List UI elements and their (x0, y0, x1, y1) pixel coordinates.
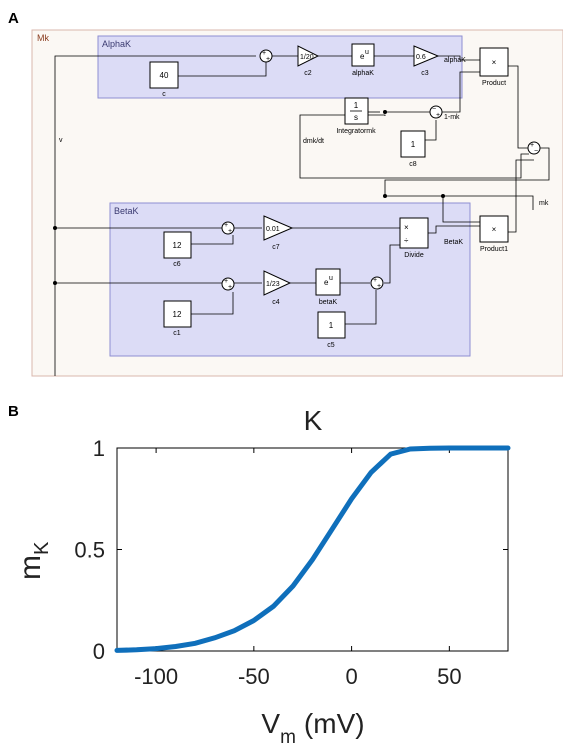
constant-c8-name: c8 (409, 161, 417, 168)
gain-c4-name: c4 (272, 299, 280, 306)
gain-block-c4[interactable] (263, 270, 292, 296)
junction-dots (53, 110, 445, 285)
product1-symbol: × (492, 225, 497, 234)
sum-1mk-sign-1: − (432, 106, 436, 113)
constant-block-c5[interactable] (317, 311, 346, 339)
signal-v-label: v (59, 137, 63, 144)
signal-alphak-label: alphaK (444, 57, 466, 64)
alphak-exp-sup: u (365, 49, 369, 56)
series-line-mk (114, 445, 511, 653)
product-name: Product (482, 80, 506, 87)
y-tick-label: 1 (93, 436, 105, 461)
gain-c7-name: c7 (272, 244, 280, 251)
math-block-betak[interactable] (315, 268, 341, 296)
x-tick-label: -100 (134, 664, 178, 689)
sum-block-alpha[interactable] (259, 49, 273, 63)
constant-block-c1[interactable] (163, 300, 192, 328)
alphak-exp-base: e (360, 52, 365, 61)
product-block[interactable] (479, 47, 509, 77)
signal-1-mk-label: 1-mk (444, 114, 460, 121)
sum-dmk-sign-1: + (530, 142, 534, 149)
sum-block-beta-2[interactable] (221, 277, 235, 291)
sum-beta3-sign-1: + (373, 277, 377, 284)
gain-block-c3[interactable] (413, 45, 440, 67)
panel-a-label: A (8, 10, 19, 27)
product1-block[interactable] (479, 215, 509, 243)
alphak-group-label: AlphaK (102, 39, 131, 49)
sum-block-beta-1[interactable] (221, 221, 235, 235)
integrator-den: s (354, 113, 358, 122)
product-symbol: × (492, 58, 497, 67)
constant-c1-value: 12 (173, 310, 182, 319)
product1-name: Product1 (480, 246, 508, 253)
panel-b-label: B (8, 403, 19, 420)
signal-mk-label: mk (539, 200, 549, 207)
x-axis-label: Vm(mV) (261, 708, 364, 748)
x-tick-label: -50 (238, 664, 270, 689)
gain-c7-value: 0.01 (266, 226, 280, 233)
sum-block-1-mk[interactable] (429, 105, 443, 119)
sum-block-dmk[interactable] (527, 141, 541, 155)
constant-c5-name: c5 (327, 342, 335, 349)
sum-beta2-sign-1: + (224, 278, 228, 285)
plot-area (116, 447, 509, 652)
constant-c1-name: c1 (173, 330, 181, 337)
alphak-block-name: alphaK (352, 70, 374, 77)
constant-c-value: 40 (160, 71, 169, 80)
divide-block[interactable] (399, 217, 429, 249)
sum-block-beta-3[interactable] (370, 276, 384, 290)
betak-exp-sup: u (329, 275, 333, 282)
y-axis-label-m: mK (14, 541, 53, 580)
signal-dmk-dt-label: dmk/dt (303, 138, 324, 145)
gain-block-c2[interactable] (297, 45, 320, 67)
constant-c6-name: c6 (173, 261, 181, 268)
gain-c2-value: 1/20 (300, 54, 314, 61)
sum-dmk-sign-2: − (534, 148, 538, 155)
gain-c3-name: c3 (421, 70, 429, 77)
gain-block-c7[interactable] (263, 215, 294, 241)
betak-exp-base: e (324, 278, 329, 287)
gain-c2-name: c2 (304, 70, 312, 77)
sum-beta3-sign-2: + (377, 283, 381, 290)
constant-block-c8[interactable] (400, 130, 426, 158)
y-tick-label: 0.5 (74, 538, 105, 563)
gain-c3-value: 0.6 (416, 54, 426, 61)
sum-alpha-sign-1: + (262, 50, 266, 57)
constant-c6-value: 12 (173, 241, 182, 250)
betak-block-name: betaK (319, 299, 338, 306)
y-ticks: 00.51 (74, 436, 508, 664)
constant-c5-value: 1 (329, 321, 334, 330)
x-tick-label: 50 (437, 664, 461, 689)
betak-group-label: BetaK (114, 206, 139, 216)
constant-c8-value: 1 (411, 140, 416, 149)
y-tick-label: 0 (93, 639, 105, 664)
chart-title: K (304, 405, 323, 436)
math-block-alphak[interactable] (351, 43, 375, 67)
divide-name: Divide (404, 252, 424, 259)
signal-betak-label: BetaK (444, 239, 463, 246)
integrator-num: 1 (354, 101, 359, 110)
model-name: Mk (37, 33, 49, 43)
constant-block-c[interactable] (149, 61, 179, 89)
sum-1mk-sign-2: + (436, 112, 440, 119)
divide-symbol-multiply: × (404, 223, 409, 232)
divide-symbol-divide: ÷ (404, 236, 409, 245)
sum-beta2-sign-2: + (228, 284, 232, 291)
integrator-name: Integratormk (336, 128, 376, 135)
gain-c4-value: 1/23 (266, 281, 280, 288)
x-tick-label: 0 (345, 664, 357, 689)
sum-alpha-sign-2: + (266, 56, 270, 63)
sum-beta1-sign-2: + (228, 228, 232, 235)
constant-c-name: c (162, 91, 166, 98)
constant-block-c6[interactable] (163, 231, 192, 259)
sum-beta1-sign-1: + (224, 222, 228, 229)
